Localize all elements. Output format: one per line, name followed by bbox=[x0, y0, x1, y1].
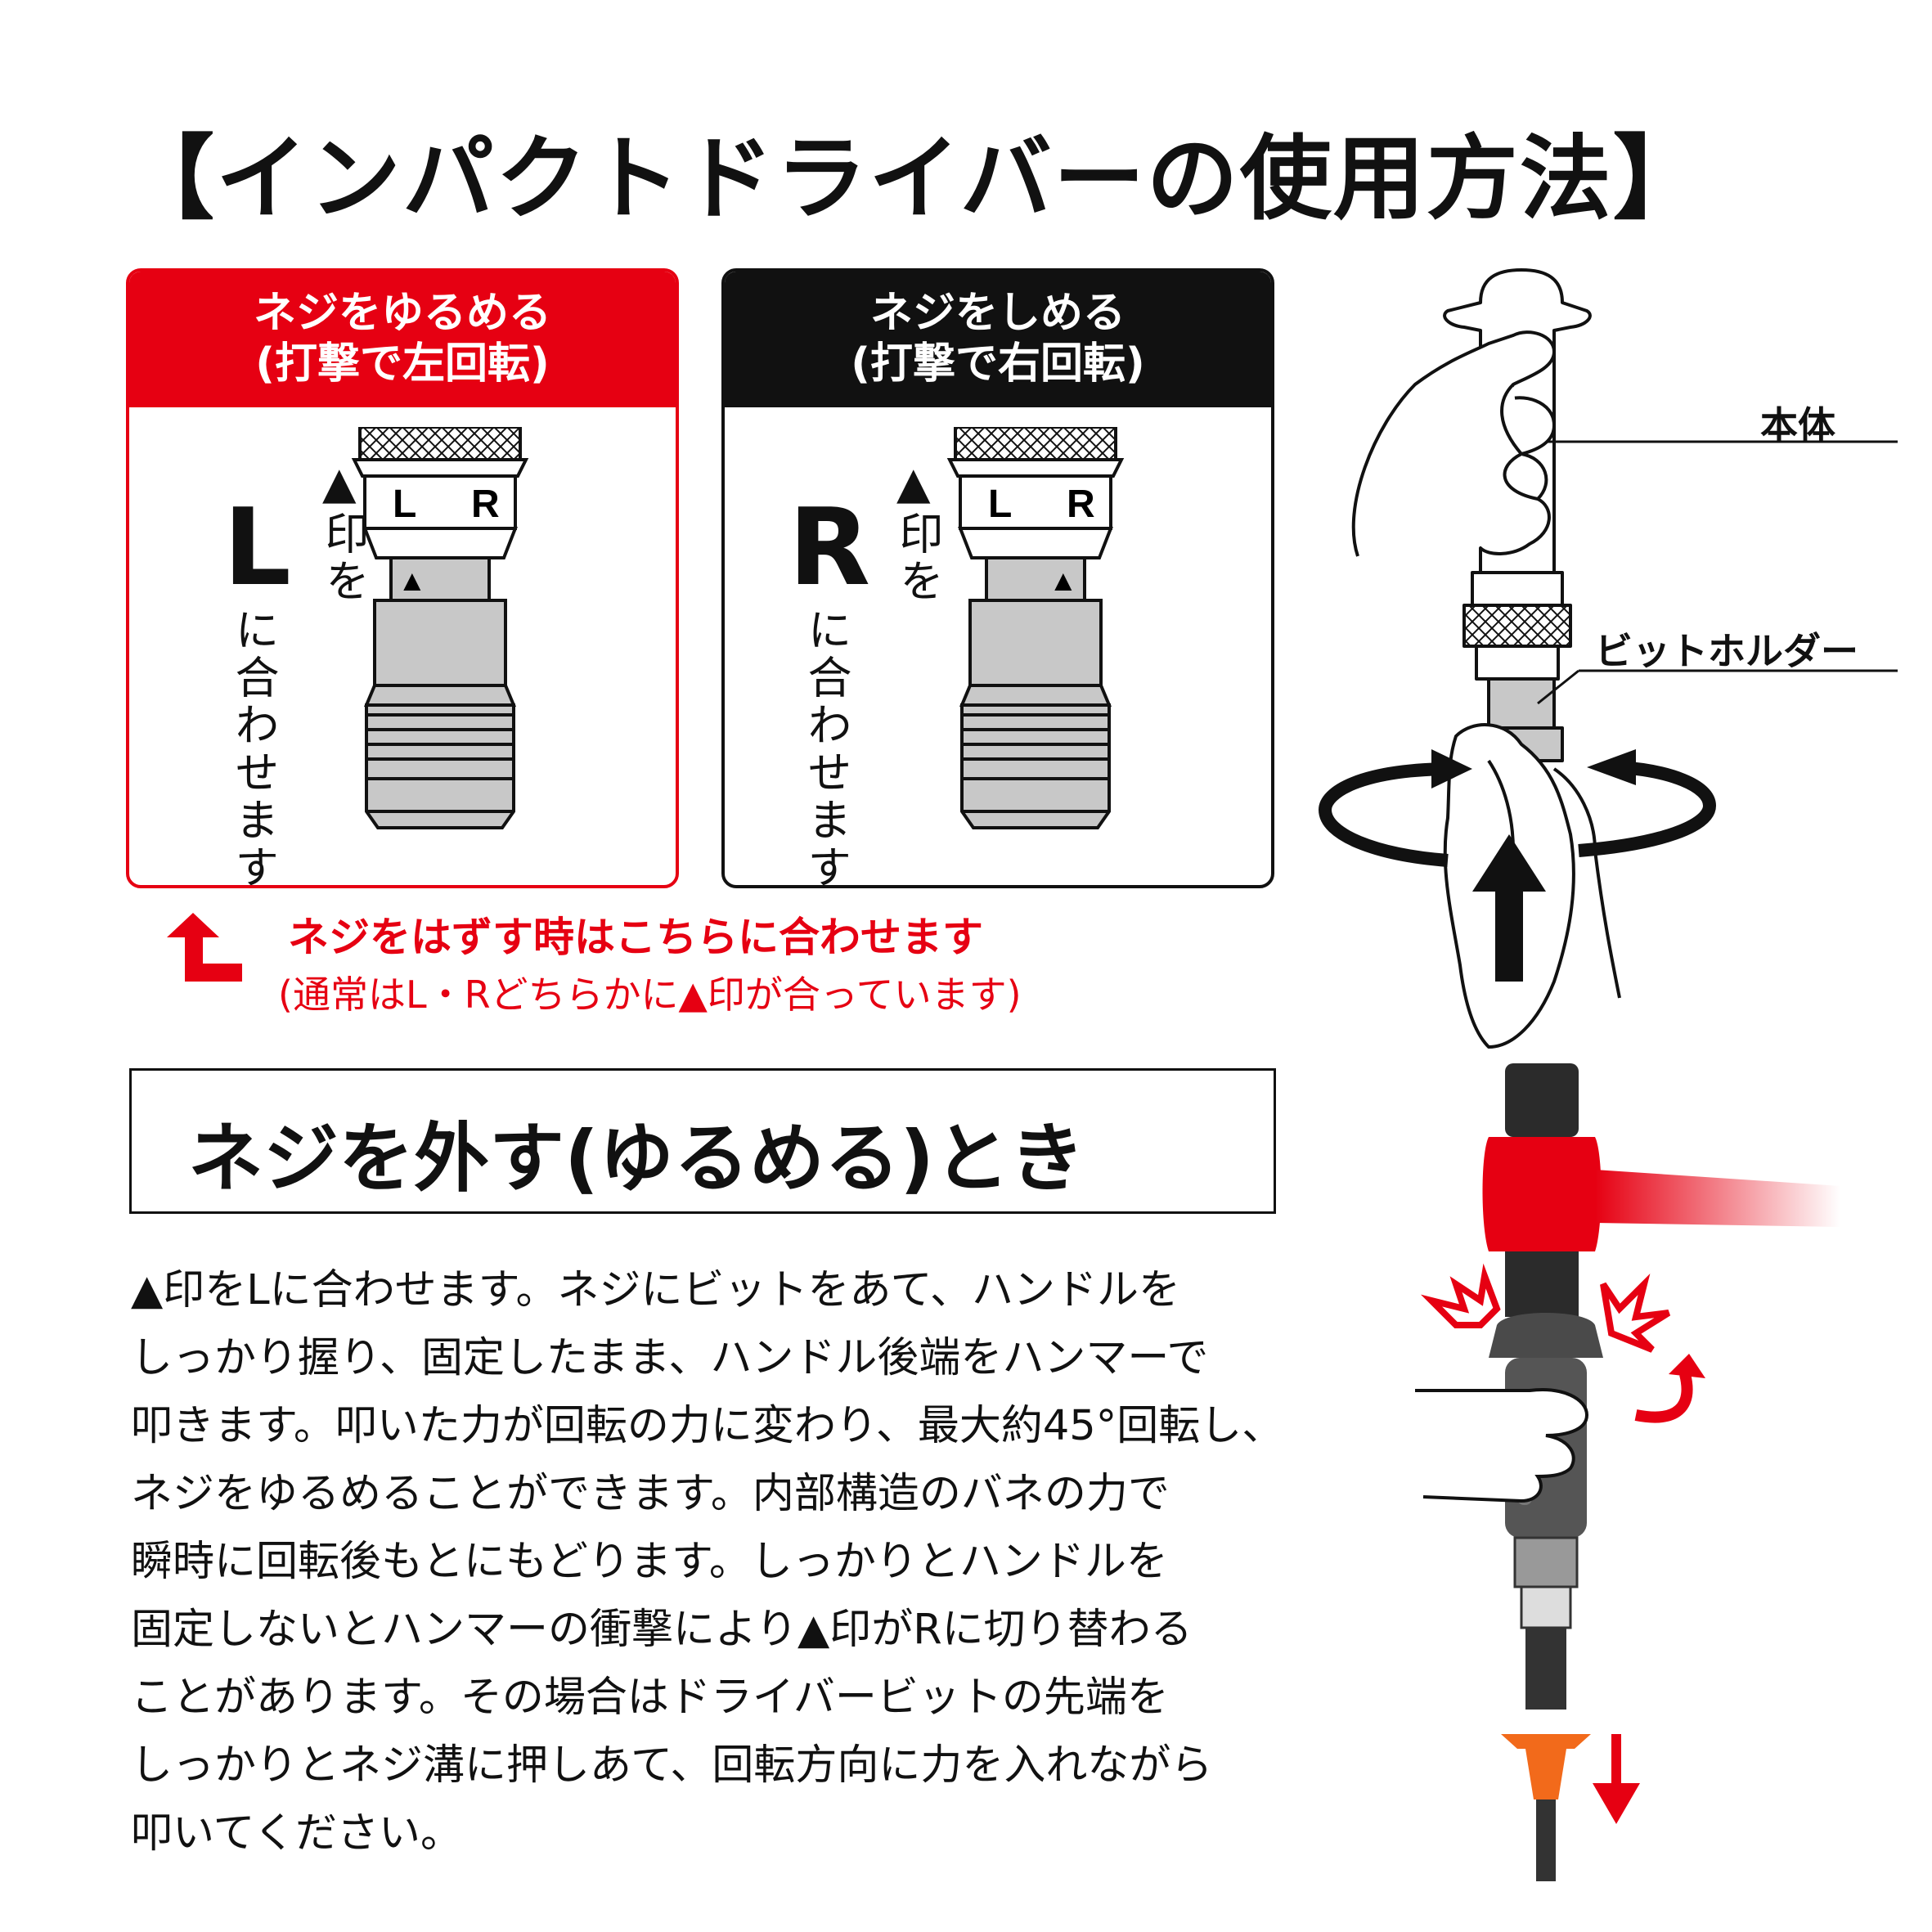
note-line1: ネジをはずす時はこちらに合わせます bbox=[288, 914, 983, 961]
instruction-line: 瞬時に回転後もとにもどります。しっかりとハンドルを bbox=[131, 1538, 1168, 1586]
tighten-letter: R bbox=[789, 485, 871, 609]
instruction-line: ▲印をLに合わせます。ネジにビットをあて、ハンドルを bbox=[131, 1266, 1180, 1314]
instruction-line: しっかり握り、固定したまま、ハンドル後端をハンマーで bbox=[131, 1334, 1209, 1382]
tighten-vertical-text1: 印を bbox=[892, 510, 943, 605]
tighten-heading-line2: (打撃で右回転) bbox=[851, 339, 1145, 389]
page-title: 【インパクトドライバーの使用方法】 bbox=[123, 126, 1706, 232]
tighten-panel-heading: ネジをしめる (打撃で右回転) bbox=[725, 272, 1271, 407]
instruction-line: 固定しないとハンマーの衝撃により▲印がRに切り替わる bbox=[131, 1606, 1193, 1654]
note-line2: (通常はL・Rどちらかに▲印が合っています) bbox=[278, 973, 1022, 1017]
hammer-strike-illustration bbox=[1415, 1063, 1840, 1881]
instruction-text: ▲印をLに合わせます。ネジにビットをあて、ハンドルを しっかり握り、固定したまま… bbox=[131, 1256, 1309, 1867]
hand-holding-driver-illustration bbox=[1318, 268, 1898, 1049]
section-heading-box bbox=[129, 1068, 1276, 1214]
loosen-vertical-text1: 印を bbox=[317, 510, 369, 605]
tighten-vertical-text2: に合わせます bbox=[800, 607, 851, 888]
tighten-diagram-r: R bbox=[1067, 483, 1095, 526]
tighten-panel: ネジをしめる (打撃で右回転) R ▲ 印を に合わせます L R ▲ bbox=[721, 268, 1274, 888]
label-body: 本体 bbox=[1760, 403, 1835, 447]
loosen-vertical-text2: に合わせます bbox=[227, 607, 279, 888]
section-title: ネジを外す(ゆるめる)とき bbox=[188, 1115, 1085, 1202]
label-bit-holder: ビットホルダー bbox=[1595, 629, 1858, 673]
instruction-line: ことがあります。その場合はドライバービットの先端を bbox=[131, 1674, 1169, 1722]
loosen-diagram-r: R bbox=[471, 483, 500, 526]
loosen-panel-heading: ネジをゆるめる (打撃で左回転) bbox=[129, 272, 676, 407]
tighten-heading-line1: ネジをしめる bbox=[869, 289, 1126, 338]
tighten-bit-holder-diagram: L R ▲ bbox=[946, 427, 1125, 829]
loosen-heading-line1: ネジをゆるめる bbox=[253, 289, 551, 338]
loosen-letter: L bbox=[223, 485, 291, 609]
tighten-mark-icon: ▲ bbox=[896, 457, 931, 509]
loosen-bit-holder-diagram: L R ▲ bbox=[351, 427, 529, 829]
instruction-line: ネジをゆるめることができます。内部構造のバネの力で bbox=[131, 1470, 1170, 1518]
loosen-diagram-l: L bbox=[393, 483, 416, 526]
instruction-line: 叩いてください。 bbox=[131, 1809, 462, 1858]
loosen-mark-icon: ▲ bbox=[322, 457, 357, 509]
instruction-line: 叩きます。叩いた力が回転の力に変わり、最大約45°回転し、 bbox=[131, 1402, 1284, 1450]
bent-arrow-icon bbox=[167, 913, 242, 982]
loosen-panel: ネジをゆるめる (打撃で左回転) L ▲ 印を に合わせます L R ▲ bbox=[126, 268, 679, 888]
tighten-diagram-l: L bbox=[988, 483, 1012, 526]
loosen-heading-line2: (打撃で左回転) bbox=[255, 339, 550, 389]
tighten-diagram-mark-icon: ▲ bbox=[1049, 564, 1078, 597]
instruction-line: しっかりとネジ溝に押しあて、回転方向に力を入れながら bbox=[131, 1741, 1213, 1790]
loosen-diagram-mark-icon: ▲ bbox=[398, 564, 427, 597]
